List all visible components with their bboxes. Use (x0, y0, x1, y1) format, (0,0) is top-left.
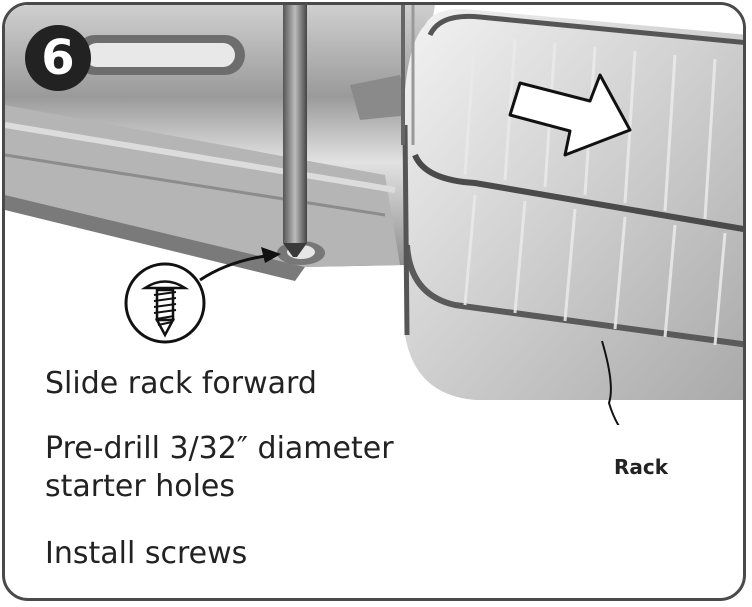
rack-leader-line (601, 340, 620, 425)
rack (401, 5, 743, 400)
rack-label: Rack (614, 455, 669, 479)
installation-photo (5, 5, 743, 425)
screw-icon (124, 262, 206, 344)
instruction-slide-rack: Slide rack forward (45, 366, 317, 401)
instruction-predrill-line1: Pre-drill 3/32″ diameter (45, 431, 394, 466)
step-number-badge: 6 (25, 25, 91, 91)
direction-arrow-icon (508, 73, 632, 157)
callout-arrow (199, 247, 281, 282)
instruction-card: 6 Slide rack forward Pre-drill 3/32″ dia… (2, 2, 746, 601)
rail-bracket (350, 75, 410, 120)
screwdriver (283, 5, 307, 257)
instruction-predrill-line2: starter holes (45, 469, 235, 504)
instruction-install-screws: Install screws (45, 536, 248, 571)
